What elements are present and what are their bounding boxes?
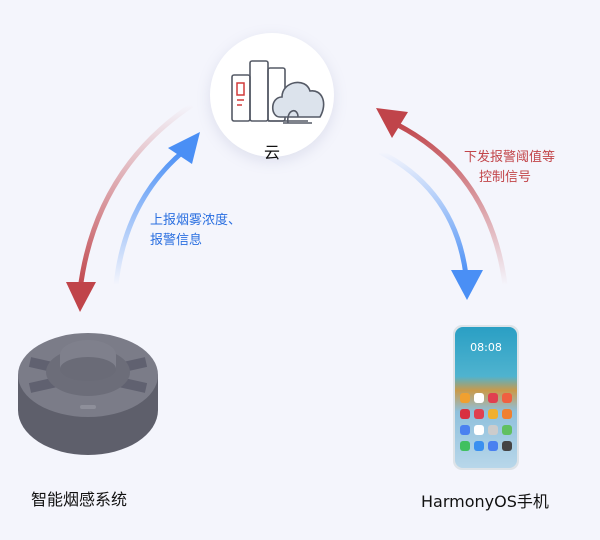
download-text-line2: 控制信号 [478, 170, 531, 185]
right-blue-arrow [378, 149, 483, 300]
upload-text: 上报烟雾浓度、 报警信息 [150, 211, 241, 251]
cloud-label: 云 [263, 143, 280, 162]
device-label: 智能烟感系统 [31, 490, 128, 509]
right-red-arrow [376, 108, 508, 286]
app-grid [460, 393, 512, 451]
phone-clock: 08:08 [470, 341, 502, 354]
left-red-arrow [66, 102, 194, 312]
cloud-server-icon [231, 60, 325, 124]
upload-text-line1: 上报烟雾浓度、 [150, 213, 242, 228]
phone-label: HarmonyOS手机 [421, 492, 549, 511]
cloud-node: 云 [210, 33, 334, 162]
download-text: 下发报警阈值等 控制信号 [455, 148, 555, 188]
download-text-line1: 下发报警阈值等 [463, 150, 555, 165]
upload-text-line2: 报警信息 [150, 233, 203, 248]
smoke-detector-image [18, 333, 158, 455]
left-blue-arrow [113, 132, 200, 286]
phone-image: 08:08 [453, 325, 519, 470]
